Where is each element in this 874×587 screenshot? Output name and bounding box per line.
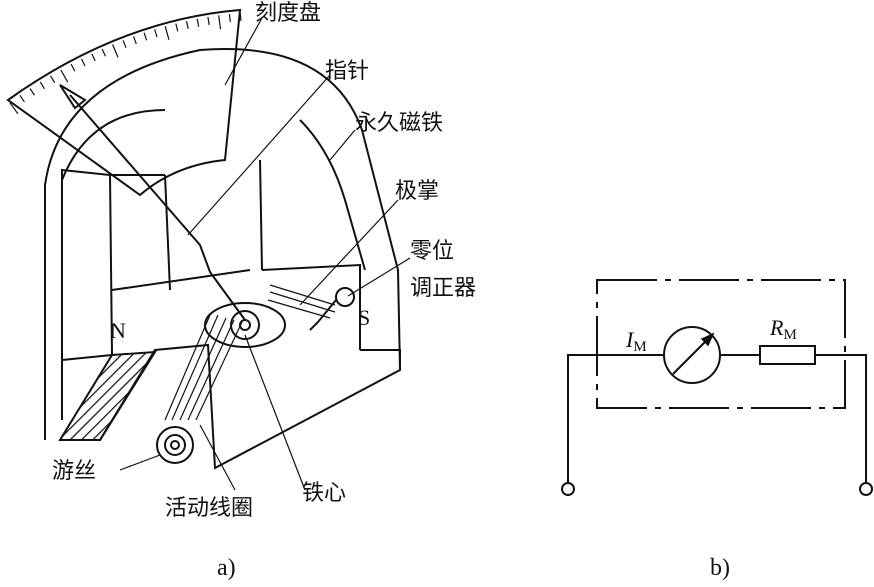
dial-tick	[218, 15, 222, 30]
dial-tick	[196, 18, 200, 27]
hatched-section	[58, 350, 157, 441]
label-pointer: 指针	[325, 59, 369, 84]
terminal-left	[561, 482, 575, 496]
label-zero-adjuster-line1: 零位	[410, 239, 454, 264]
north-pole-label: N	[110, 318, 126, 343]
label-resistor: RM	[769, 315, 797, 343]
resistor-symbol	[759, 345, 816, 365]
pointer	[69, 94, 246, 321]
label-iron-core: 铁心	[302, 481, 346, 506]
moving-coil-drum	[204, 302, 286, 348]
dial-tick	[175, 23, 179, 32]
label-pole-shoe: 极掌	[395, 179, 439, 204]
dial-tick	[207, 16, 210, 25]
caption-a: a)	[217, 555, 236, 581]
dial-tick	[112, 44, 119, 58]
dial-tick	[70, 63, 76, 72]
iron-core	[230, 310, 260, 340]
galvanometer-symbol	[663, 326, 721, 384]
circuit-wire	[567, 354, 867, 483]
dial-tick	[60, 69, 69, 83]
permanent-magnet-outline	[44, 48, 401, 440]
dial-tick	[239, 12, 242, 22]
south-pole-label: S	[358, 305, 370, 330]
dial-ticks	[9, 12, 242, 115]
dial-tick	[80, 58, 86, 67]
scale-dial	[6, 8, 242, 197]
zero-adjuster	[309, 287, 355, 331]
pointer-tip	[59, 84, 87, 110]
label-zero-adjuster-line2: 调正器	[410, 276, 476, 301]
dial-tick	[133, 36, 137, 45]
label-moving-coil: 活动线圈	[165, 496, 253, 521]
circuit-diagram: IM RM	[561, 279, 873, 496]
dial-tick	[29, 88, 35, 96]
dial-tick	[19, 95, 25, 103]
label-hairspring: 游丝	[52, 459, 96, 484]
dial-tick	[154, 29, 158, 38]
meter-enclosure-dashed	[596, 279, 846, 409]
hairspring	[156, 426, 194, 464]
label-dial: 刻度盘	[255, 1, 321, 26]
dial-tick	[50, 75, 56, 83]
terminal-right	[859, 482, 873, 496]
dial-tick	[228, 13, 231, 23]
dial-tick	[143, 32, 148, 41]
dial-tick	[185, 20, 189, 30]
dial-tick	[122, 40, 127, 48]
dial-tick	[39, 81, 46, 90]
dial-tick	[9, 102, 19, 115]
left-pole-block	[61, 168, 114, 362]
dial-tick	[91, 53, 96, 62]
dial-tick	[164, 26, 170, 41]
leader-lines	[119, 17, 411, 491]
caption-b: b)	[710, 555, 730, 581]
label-current: IM	[625, 327, 647, 355]
label-permanent-magnet: 永久磁铁	[355, 111, 443, 136]
dial-tick	[101, 48, 107, 57]
meter-mechanism-drawing: N S	[6, 8, 401, 470]
